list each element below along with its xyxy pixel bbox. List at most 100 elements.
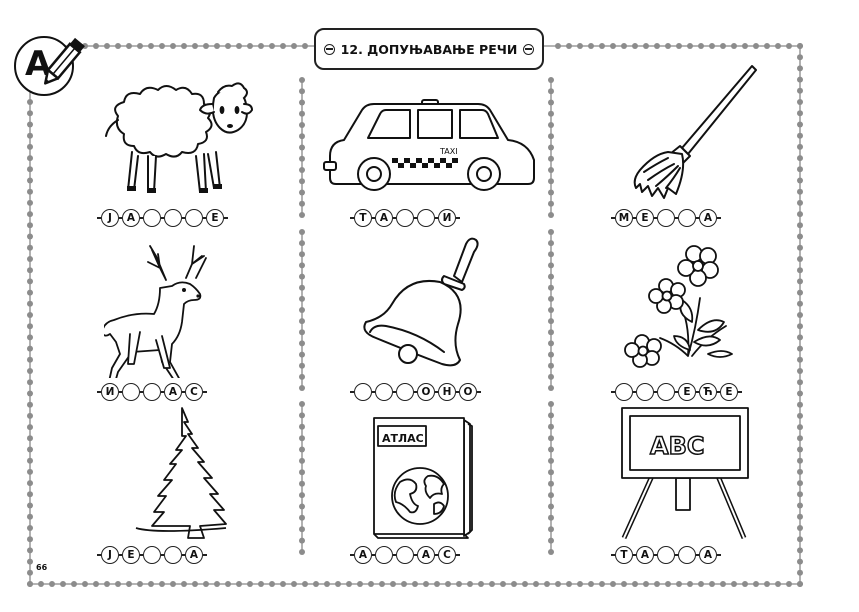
fir-tree-icon: [135, 407, 227, 539]
letter-slot-empty[interactable]: [375, 383, 393, 401]
title-left-ornament: [323, 43, 335, 55]
letter-slot-empty[interactable]: [375, 546, 393, 564]
exercise-title: 12. ДОПУЊАВАЊЕ РЕЧИ: [340, 41, 518, 57]
frame-dot: [236, 43, 242, 49]
page-number: 66: [36, 563, 48, 572]
frame-dot: [731, 581, 737, 587]
frame-dot: [548, 229, 554, 235]
frame-dot: [764, 581, 770, 587]
row-lead-line: [350, 391, 354, 393]
slot-connector: [633, 554, 636, 556]
frame-dot: [797, 132, 803, 139]
frame-dot: [299, 423, 305, 430]
letter-slot-filled: Е: [678, 383, 696, 401]
frame-dot: [38, 581, 44, 587]
frame-dot: [27, 424, 33, 431]
letter-slot-empty[interactable]: [417, 209, 435, 227]
slot-connector: [654, 391, 657, 393]
letter-slot-empty[interactable]: [636, 383, 654, 401]
letter-slot-empty[interactable]: [396, 383, 414, 401]
slot-connector: [140, 554, 143, 556]
letter-slot-empty[interactable]: [396, 546, 414, 564]
letter-slot-filled: Е: [206, 209, 224, 227]
letter-slot-empty[interactable]: [122, 383, 140, 401]
frame-dot: [599, 581, 605, 587]
letter-slot-empty[interactable]: [657, 383, 675, 401]
frame-dot: [797, 312, 803, 318]
frame-dot: [299, 77, 305, 83]
frame-dot: [548, 99, 554, 106]
frame-dot: [797, 278, 803, 285]
frame-dot: [203, 43, 209, 49]
frame-dot: [299, 492, 305, 499]
frame-dot: [71, 581, 77, 587]
frame-dot: [269, 43, 275, 49]
frame-dot: [548, 122, 554, 128]
frame-dot: [299, 351, 305, 358]
frame-dot: [324, 581, 330, 587]
slot-connector: [372, 391, 375, 393]
frame-dot: [548, 133, 554, 140]
letter-slot-empty[interactable]: [143, 546, 161, 564]
row-tail-line: [203, 391, 207, 393]
letter-slot-empty[interactable]: [678, 209, 696, 227]
frame-dot: [522, 581, 528, 587]
slot-connector: [717, 391, 720, 393]
letter-slot-filled: Е: [636, 209, 654, 227]
letter-slot-empty[interactable]: [164, 209, 182, 227]
frame-dot: [27, 457, 33, 464]
frame-dot: [797, 43, 803, 49]
letter-slot-filled: Е: [720, 383, 738, 401]
letter-slot-filled: О: [459, 383, 477, 401]
letter-slot-empty[interactable]: [657, 546, 675, 564]
frame-dot: [797, 267, 803, 274]
frame-dot: [27, 143, 33, 150]
chalkboard-text: ABC: [650, 432, 704, 460]
frame-dot: [588, 43, 594, 49]
letter-slot-filled: А: [354, 546, 372, 564]
frame-dot: [225, 43, 231, 49]
letter-slot-empty[interactable]: [143, 383, 161, 401]
frame-dot: [797, 76, 803, 83]
frame-dot: [797, 446, 803, 453]
frame-dot: [390, 581, 396, 587]
row-lead-line: [611, 391, 615, 393]
frame-dot: [299, 307, 305, 313]
letter-slot-empty[interactable]: [678, 546, 696, 564]
letter-slot-empty[interactable]: [396, 209, 414, 227]
letter-slot-filled: С: [185, 383, 203, 401]
frame-dot: [280, 581, 286, 587]
frame-dot: [299, 251, 305, 258]
frame-dot: [548, 251, 554, 258]
frame-dot: [335, 581, 341, 587]
frame-dot: [687, 43, 693, 49]
frame-dot: [665, 581, 671, 587]
frame-dot: [82, 581, 88, 587]
letter-slot-empty[interactable]: [615, 383, 633, 401]
letter-slot-empty[interactable]: [354, 383, 372, 401]
frame-dot: [548, 457, 554, 464]
frame-dot: [299, 295, 305, 302]
frame-dot: [313, 581, 319, 587]
slot-connector: [393, 391, 396, 393]
frame-dot: [797, 121, 803, 128]
slot-connector: [161, 554, 164, 556]
frame-dot: [456, 581, 462, 587]
slot-connector: [654, 217, 657, 219]
frame-dot: [548, 295, 554, 302]
letter-slot-empty[interactable]: [185, 209, 203, 227]
letter-slot-empty[interactable]: [164, 546, 182, 564]
row-lead-line: [97, 391, 101, 393]
letter-slot-empty[interactable]: [143, 209, 161, 227]
frame-dot: [548, 144, 554, 151]
letter-slot-empty[interactable]: [657, 209, 675, 227]
frame-dot: [214, 581, 220, 587]
frame-dot: [478, 581, 484, 587]
frame-dot: [137, 581, 143, 587]
letter-slot-filled: Ћ: [699, 383, 717, 401]
frame-dot: [775, 581, 781, 587]
